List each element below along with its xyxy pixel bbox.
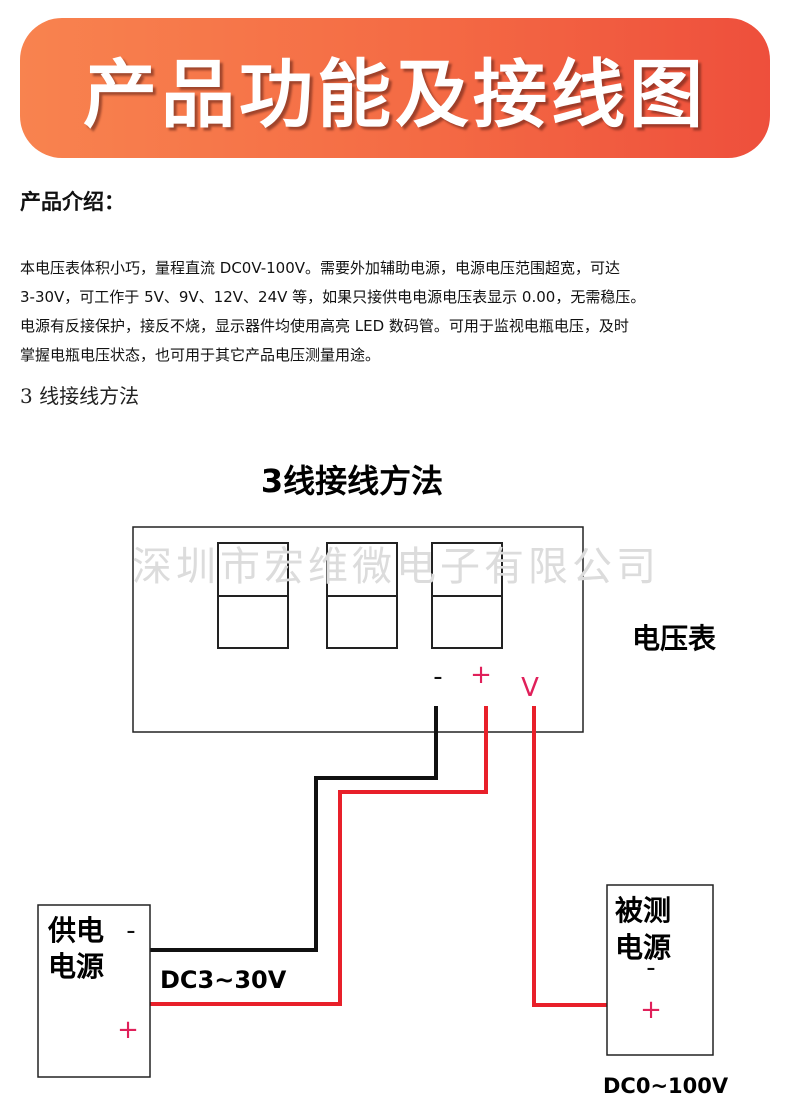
section-heading: 产品介绍：: [20, 189, 125, 214]
measured-source-label: 电源: [615, 931, 671, 964]
wiring-diagram: 3线接线方法 深圳市宏维微电子有限公司 电压表 - + V 供电 电源 - + …: [37, 462, 729, 1098]
black-wire-negative: [150, 706, 438, 952]
intro-paragraph: 本电压表体积小巧，量程直流 DC0V-100V。需要外加辅助电源，电源电压范围超…: [20, 254, 780, 370]
supply-terminal-negative: -: [126, 916, 135, 946]
measured-voltage-label: DC0~100V: [603, 1074, 729, 1098]
supply-voltage-label: DC3~30V: [160, 966, 287, 994]
meter-terminal-negative: -: [433, 662, 442, 692]
measured-source-label: 被测: [615, 894, 671, 927]
supply-box: [37, 904, 151, 1078]
wiring-method-caption: 3 线接线方法: [20, 384, 140, 408]
measured-terminal-negative: -: [646, 953, 655, 983]
supply-terminal-positive: +: [117, 1015, 139, 1045]
title-banner: 产品功能及接线图: [20, 18, 770, 158]
meter-terminal-v: V: [521, 673, 539, 703]
intro-line: 3-30V，可工作于 5V、9V、12V、24V 等，如果只接供电电源电压表显示…: [20, 288, 646, 306]
watermark-text: 深圳市宏维微电子有限公司: [132, 544, 660, 590]
measured-source-box: [606, 884, 714, 1056]
meter-terminal-positive: +: [470, 660, 492, 690]
diagram-title: 3线接线方法: [261, 462, 443, 500]
measured-terminal-positive: +: [640, 995, 662, 1025]
supply-label: 供电: [47, 914, 104, 947]
banner-title: 产品功能及接线图: [83, 51, 707, 138]
intro-line: 掌握电瓶电压状态，也可用于其它产品电压测量用途。: [20, 346, 381, 364]
red-wire-positive: [150, 706, 488, 1006]
digit-display: [217, 542, 503, 649]
intro-line: 本电压表体积小巧，量程直流 DC0V-100V。需要外加辅助电源，电源电压范围超…: [20, 259, 621, 277]
voltmeter-label: 电压表: [632, 622, 716, 655]
intro-line: 电源有反接保护，接反不烧，显示器件均使用高亮 LED 数码管。可用于监视电瓶电压…: [20, 317, 629, 335]
red-wire-measure: [532, 706, 607, 1007]
supply-label: 电源: [48, 950, 104, 983]
